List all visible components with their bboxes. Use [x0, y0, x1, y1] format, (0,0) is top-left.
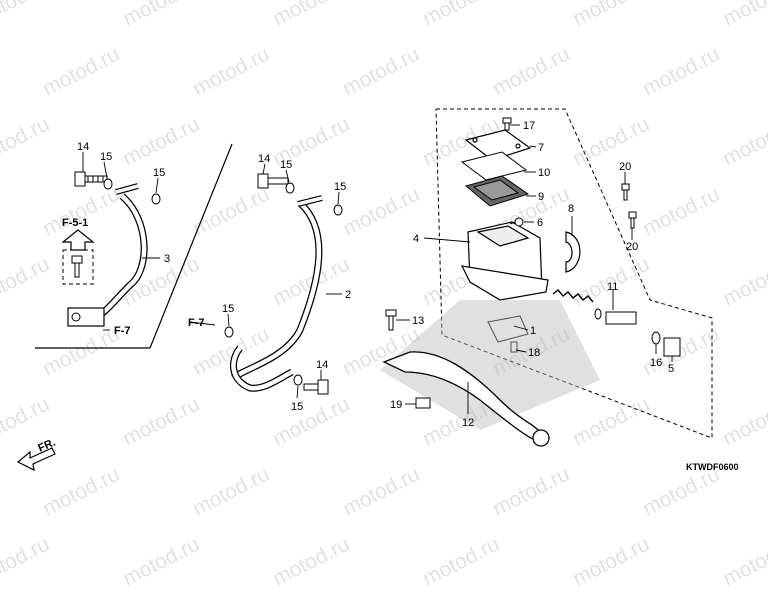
- callout-20: 20: [626, 241, 638, 253]
- callout-6: 6: [537, 217, 543, 229]
- bolt-detail: [71, 255, 83, 278]
- callout-15: 15: [280, 159, 292, 171]
- pivot-shading: [380, 300, 600, 430]
- callout-10: 10: [538, 167, 550, 179]
- callout-1: 1: [530, 325, 536, 337]
- callout-17: 17: [523, 120, 535, 132]
- ref-f-5-1: F-5-1: [62, 217, 88, 229]
- piston-set-11: [552, 289, 681, 357]
- callout-15: 15: [222, 303, 234, 315]
- arrow-up-icon: [61, 229, 95, 251]
- exploded-view-svg: 14 15 15 3 14 15 15 2 15 14 15 17 7 10 9…: [16, 108, 739, 472]
- switch-bracket: [487, 315, 529, 353]
- callout-14: 14: [258, 153, 270, 165]
- callout-15: 15: [153, 167, 165, 179]
- washer-15-lower-2: [293, 374, 303, 386]
- callout-19: 19: [390, 399, 402, 411]
- washer-15-middle: [285, 182, 295, 194]
- bolt-14-lower: [303, 379, 329, 395]
- callout-15: 15: [100, 151, 112, 163]
- brake-lever-12: [382, 351, 550, 447]
- cap-7: [464, 129, 532, 161]
- screw-6: [509, 217, 524, 227]
- callout-11: 11: [607, 281, 618, 293]
- washer-15-middle-2: [333, 204, 343, 216]
- front-arrow-icon: FR.: [16, 437, 57, 472]
- diaphragm-9: [464, 175, 530, 207]
- bolt-17: [502, 117, 512, 131]
- callout-14: 14: [77, 141, 89, 153]
- callout-12: 12: [462, 417, 474, 429]
- callout-20: 20: [619, 161, 631, 173]
- brake-hose-3: [67, 183, 148, 327]
- nut-19: [415, 397, 431, 409]
- callout-18: 18: [528, 347, 540, 359]
- leader-lines: [82, 124, 673, 414]
- callout-2: 2: [345, 289, 351, 301]
- callout-15: 15: [334, 181, 346, 193]
- callout-3: 3: [164, 253, 170, 265]
- callout-8: 8: [568, 203, 574, 215]
- washer-15-left: [103, 178, 113, 190]
- washer-15-left-2: [151, 193, 161, 205]
- bolt-13: [385, 309, 397, 331]
- diagram-code: KTWDF0600: [686, 462, 739, 472]
- brake-hose-2: [229, 195, 323, 392]
- callout-15: 15: [291, 401, 303, 413]
- reservoir-body: [460, 221, 549, 301]
- section-divider-lines: [35, 143, 233, 349]
- callout-16: 16: [650, 357, 662, 369]
- callout-14: 14: [316, 359, 328, 371]
- callout-13: 13: [412, 315, 424, 327]
- clamp-8: [565, 231, 581, 273]
- callout-5: 5: [668, 363, 674, 375]
- master-cylinder-outline: [435, 108, 713, 439]
- reference-labels: F-5-1 F-7 F-7 KTWDF0600: [62, 217, 739, 472]
- callout-labels: 14 15 15 3 14 15 15 2 15 14 15 17 7 10 9…: [77, 120, 674, 429]
- bolt-14-middle: [257, 173, 289, 189]
- callout-7: 7: [538, 142, 544, 154]
- callout-4: 4: [413, 233, 419, 245]
- washer-15-lower: [224, 326, 234, 338]
- screws-20: [621, 183, 637, 229]
- ref-f-7: F-7: [188, 317, 205, 329]
- ref-f-7: F-7: [114, 325, 131, 337]
- plate-10: [460, 151, 528, 181]
- callout-9: 9: [538, 191, 544, 203]
- bolt-14-left: [74, 171, 108, 187]
